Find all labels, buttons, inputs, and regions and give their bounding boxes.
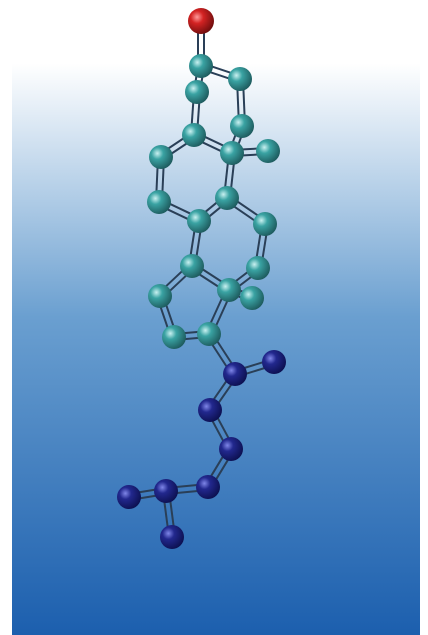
carbon-ring-atom <box>220 141 244 165</box>
atom-spheres <box>117 8 286 549</box>
carbon-ring-atom <box>148 284 172 308</box>
background-gradient <box>12 0 420 635</box>
carbon-chain-atom <box>223 362 247 386</box>
carbon-ring-atom <box>240 286 264 310</box>
carbon-ring-atom <box>217 278 241 302</box>
carbon-chain-atom <box>262 350 286 374</box>
carbon-ring-atom <box>180 254 204 278</box>
carbon-ring-atom <box>189 54 213 78</box>
carbon-chain-atom <box>219 437 243 461</box>
carbon-ring-atom <box>187 209 211 233</box>
carbon-ring-atom <box>246 256 270 280</box>
carbon-ring-atom <box>162 325 186 349</box>
carbon-ring-atom <box>197 322 221 346</box>
carbon-ring-atom <box>228 67 252 91</box>
carbon-ring-atom <box>185 80 209 104</box>
left-margin <box>0 0 12 635</box>
carbon-ring-atom <box>256 139 280 163</box>
carbon-ring-atom <box>230 114 254 138</box>
carbon-ring-atom <box>182 123 206 147</box>
oxygen-atom <box>188 8 214 34</box>
carbon-ring-atom <box>147 190 171 214</box>
carbon-chain-atom <box>154 479 178 503</box>
carbon-ring-atom <box>253 212 277 236</box>
right-margin <box>420 0 428 635</box>
carbon-ring-atom <box>149 145 173 169</box>
carbon-chain-atom <box>117 485 141 509</box>
carbon-chain-atom <box>196 475 220 499</box>
carbon-chain-atom <box>160 525 184 549</box>
carbon-ring-atom <box>215 186 239 210</box>
carbon-chain-atom <box>198 398 222 422</box>
